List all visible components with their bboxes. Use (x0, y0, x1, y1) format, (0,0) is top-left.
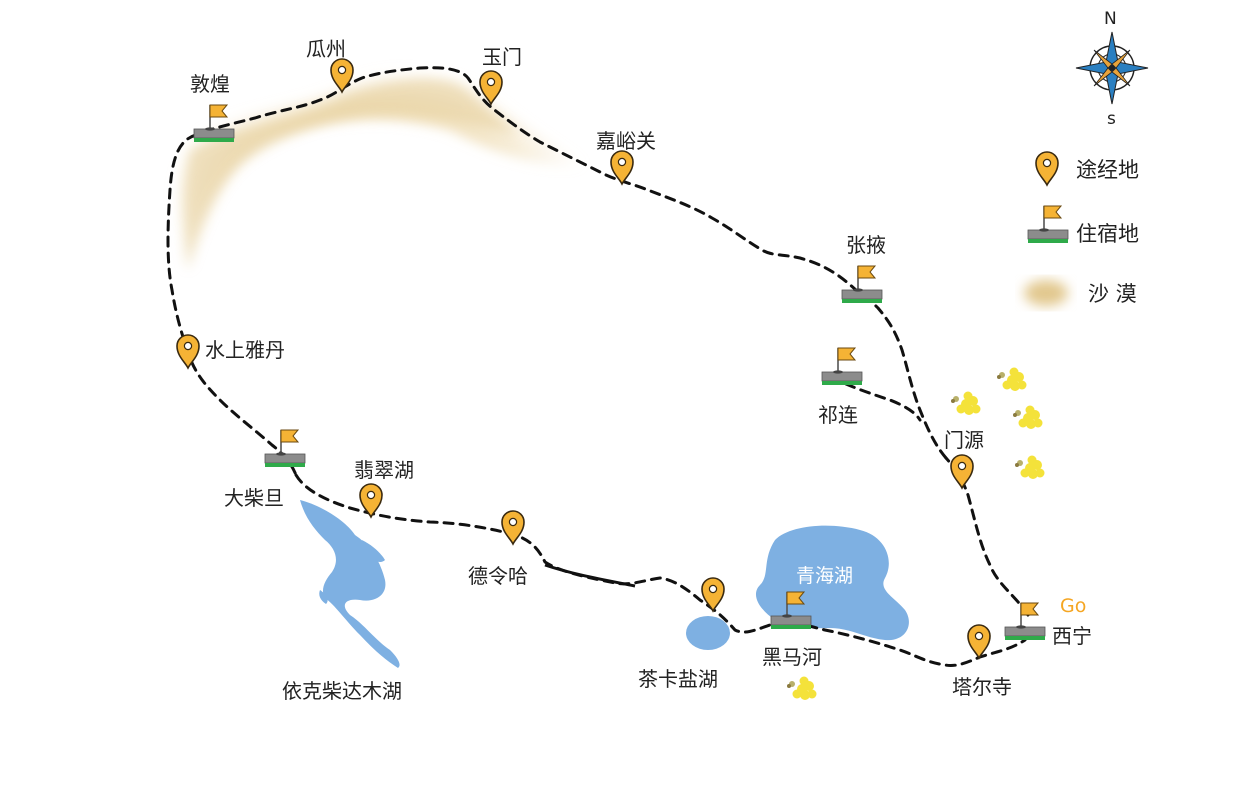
legend-lodging-label: 住宿地 (1076, 222, 1139, 246)
legend-lodging-icon (1027, 205, 1069, 244)
place-label-dachaidan: 大柴旦 (224, 486, 284, 510)
waypoint-pin-taersi[interactable] (967, 624, 991, 659)
place-label-feicuihu: 翡翠湖 (354, 458, 414, 482)
legend-waypoint-icon (1035, 151, 1059, 186)
place-label-chakayanhu: 茶卡盐湖 (638, 667, 718, 691)
compass-north-label: N (1104, 9, 1117, 29)
place-label-dunhuang: 敦煌 (190, 72, 230, 96)
lake-yikechaidamu (300, 500, 400, 668)
lodging-dachaidan[interactable] (264, 429, 306, 468)
place-label-guazhou: 瓜州 (306, 37, 346, 61)
legend-desert-icon (1024, 280, 1068, 306)
lodging-zhangye[interactable] (841, 265, 883, 304)
lake-chaka (686, 616, 730, 650)
legend-desert-label: 沙 漠 (1088, 282, 1137, 306)
desert-area (170, 67, 590, 311)
flower-icon (997, 367, 1027, 391)
place-label-yumen: 玉门 (482, 45, 522, 69)
compass-rose-icon (1075, 31, 1149, 105)
route-solid-segment (544, 563, 636, 588)
place-label-menyuan: 门源 (944, 428, 984, 452)
flower-icon (1015, 455, 1045, 479)
waypoint-pin-delingha[interactable] (501, 510, 525, 545)
lodging-qilian[interactable] (821, 347, 863, 386)
travel-route (166, 66, 1030, 667)
start-marker-go: Go (1060, 595, 1086, 617)
place-label-delingha: 德令哈 (468, 564, 528, 588)
compass-south-label: s (1107, 109, 1116, 129)
legend-waypoint-label: 途经地 (1076, 158, 1139, 182)
flower-icon (1013, 405, 1043, 429)
waypoint-pin-chakayanhu[interactable] (701, 577, 725, 612)
waypoint-pin-menyuan[interactable] (950, 454, 974, 489)
lodging-xining[interactable] (1004, 602, 1046, 641)
place-label-zhangye: 张掖 (846, 233, 886, 257)
place-label-heimahe: 黑马河 (762, 645, 822, 669)
flower-icon (951, 391, 981, 415)
flower-icon (787, 676, 817, 700)
map-legend: 途经地 住宿地 沙 漠 (1024, 151, 1139, 306)
place-label-xining: 西宁 (1052, 624, 1092, 648)
place-label-shuishang-yadan: 水上雅丹 (205, 338, 285, 362)
place-label-yikechaidamuhu: 依克柴达木湖 (282, 679, 402, 703)
place-label-qilian: 祁连 (818, 403, 858, 427)
lake-qinghai (755, 525, 909, 641)
waypoint-pin-shuishang-yadan[interactable] (176, 334, 200, 369)
place-label-jiayuguan: 嘉峪关 (596, 129, 656, 153)
lake-label-qinghaihu: 青海湖 (796, 565, 853, 587)
waypoint-pin-feicuihu[interactable] (359, 483, 383, 518)
place-label-taersi: 塔尔寺 (952, 675, 1012, 699)
